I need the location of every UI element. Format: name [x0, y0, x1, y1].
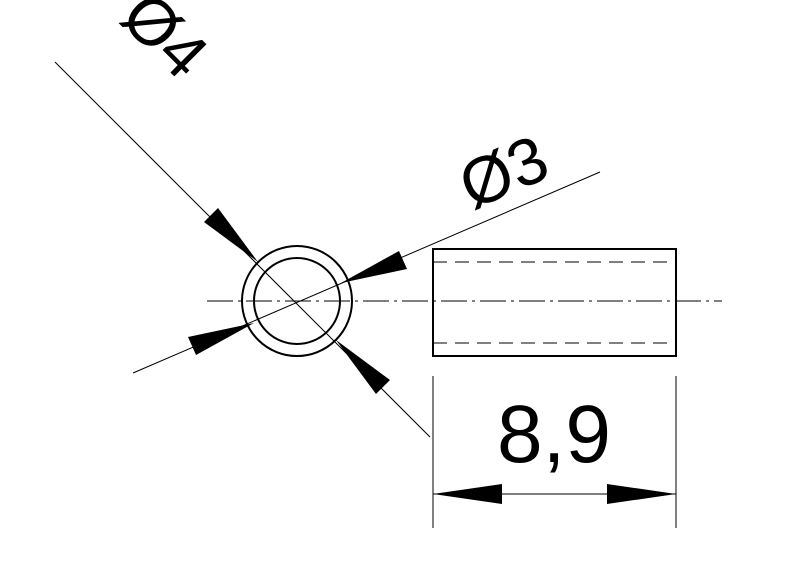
- length-arrow-right: [607, 484, 676, 504]
- outer-circle: [241, 245, 353, 357]
- cylinder-outline: [432, 248, 677, 357]
- length-label: 8,9: [497, 389, 611, 480]
- inner-diameter-arrow-left: [188, 323, 254, 355]
- outer-diameter-arrow-upper: [204, 208, 258, 262]
- length-dimension: 8,9: [432, 376, 677, 528]
- inner-diameter-dimension: Ø3: [132, 120, 601, 374]
- length-arrow-left: [433, 484, 502, 504]
- inner-diameter-label: Ø3: [449, 120, 559, 223]
- outer-diameter-label: Ø4: [108, 0, 223, 92]
- side-view: [432, 248, 677, 357]
- outer-diameter-dimension: Ø4: [54, 0, 431, 438]
- inner-diameter-arrow-right: [341, 251, 407, 283]
- outer-diameter-arrow-lower: [336, 340, 390, 394]
